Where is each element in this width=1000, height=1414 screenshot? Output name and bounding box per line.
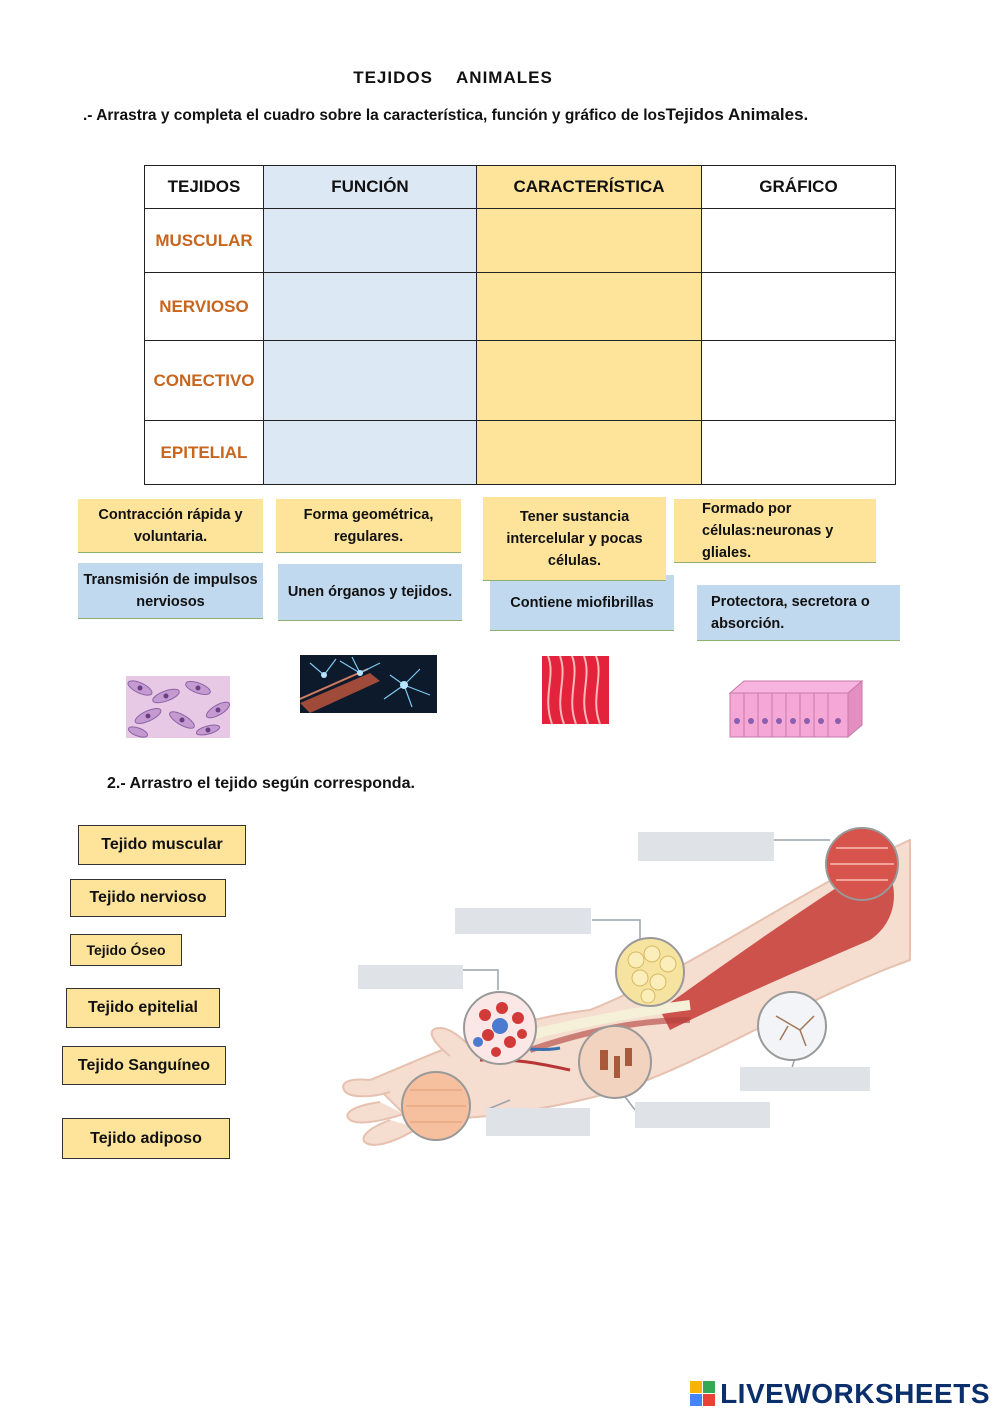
label-tejido-adiposo[interactable]: Tejido adiposo xyxy=(62,1118,230,1159)
slot-nervioso[interactable] xyxy=(740,1067,870,1091)
label-tejido-epitelial[interactable]: Tejido epitelial xyxy=(66,988,220,1028)
instruction-2: 2.- Arrastro el tejido según corresponda… xyxy=(107,775,415,792)
label-tejido-nervioso[interactable]: Tejido nervioso xyxy=(70,879,226,917)
drop-caracteristica-epitelial[interactable] xyxy=(476,420,702,485)
drop-grafico-conectivo[interactable] xyxy=(701,340,896,421)
label-tejido-sanguineo[interactable]: Tejido Sanguíneo xyxy=(62,1046,226,1085)
drop-caracteristica-conectivo[interactable] xyxy=(476,340,702,421)
slot-adiposo[interactable] xyxy=(455,908,591,934)
drop-funcion-epitelial[interactable] xyxy=(263,420,477,485)
nerve-tissue-image[interactable] xyxy=(300,655,437,713)
slot-sanguineo[interactable] xyxy=(358,965,463,989)
drop-grafico-nervioso[interactable] xyxy=(701,272,896,341)
brand-logo: LIVEWORKSHEETS xyxy=(690,1378,990,1410)
slot-oseo[interactable] xyxy=(635,1102,770,1128)
drop-caracteristica-nervioso[interactable] xyxy=(476,272,702,341)
drop-grafico-muscular[interactable] xyxy=(701,208,896,273)
drop-grafico-epitelial[interactable] xyxy=(701,420,896,485)
header-grafico: GRÁFICO xyxy=(701,165,896,209)
instruction-1: .- Arrastra y completa el cuadro sobre l… xyxy=(83,105,809,124)
page-title: TEJIDOS ANIMALES xyxy=(353,68,553,87)
tissue-table: TEJIDOS FUNCIÓN CARACTERÍSTICA GRÁFICO M… xyxy=(144,165,896,485)
header-tejidos: TEJIDOS xyxy=(144,165,264,209)
card-contraccion[interactable]: Contracción rápida y voluntaria. xyxy=(78,499,263,553)
card-sustancia-intercelular[interactable]: Tener sustancia intercelular y pocas cél… xyxy=(483,497,666,581)
brand-text: LIVEWORKSHEETS xyxy=(720,1378,990,1409)
epithelial-tissue-image[interactable] xyxy=(726,677,866,740)
card-forma-geometrica[interactable]: Forma geométrica, regulares. xyxy=(276,499,461,553)
muscle-tissue-image[interactable] xyxy=(542,656,609,724)
slot-muscular[interactable] xyxy=(638,832,774,861)
instruction-emphasis: Tejidos Animales. xyxy=(665,105,809,124)
card-protectora[interactable]: Protectora, secretora o absorción. xyxy=(697,585,900,641)
header-caracteristica: CARACTERÍSTICA xyxy=(476,165,702,209)
drop-caracteristica-muscular[interactable] xyxy=(476,208,702,273)
drop-funcion-nervioso[interactable] xyxy=(263,272,477,341)
card-miofibrillas[interactable]: Contiene miofibrillas xyxy=(490,575,674,631)
label-tejido-muscular[interactable]: Tejido muscular xyxy=(78,825,246,865)
drop-funcion-conectivo[interactable] xyxy=(263,340,477,421)
row-muscular: MUSCULAR xyxy=(144,208,264,273)
arm-illustration xyxy=(342,827,911,1146)
card-transmision[interactable]: Transmisión de impulsos nerviosos xyxy=(78,563,263,619)
drop-funcion-muscular[interactable] xyxy=(263,208,477,273)
row-conectivo: CONECTIVO xyxy=(144,340,264,421)
slot-epitelial[interactable] xyxy=(486,1108,590,1136)
connective-tissue-image[interactable] xyxy=(126,676,230,738)
card-unen-organos[interactable]: Unen órganos y tejidos. xyxy=(278,564,462,621)
label-tejido-oseo[interactable]: Tejido Óseo xyxy=(70,934,182,966)
card-neuronas-gliales[interactable]: Formado por células:neuronas y gliales. xyxy=(674,499,876,563)
brand-blocks-icon xyxy=(690,1381,716,1406)
row-epitelial: EPITELIAL xyxy=(144,420,264,485)
header-funcion: FUNCIÓN xyxy=(263,165,477,209)
row-nervioso: NERVIOSO xyxy=(144,272,264,341)
